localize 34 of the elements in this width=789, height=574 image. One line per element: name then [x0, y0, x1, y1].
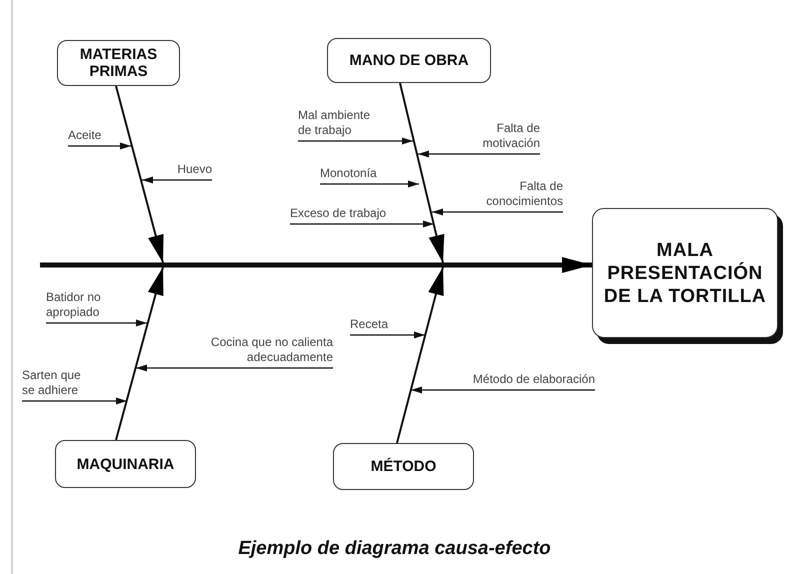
cause-label: Receta	[350, 317, 388, 335]
cause-label: Huevo	[177, 162, 212, 180]
cause-arrow	[298, 138, 413, 144]
category-box: MÉTODO	[333, 443, 474, 490]
caption: Ejemplo de diagrama causa-efecto	[237, 538, 552, 560]
cause-arrow	[136, 364, 333, 372]
cause-arrow	[350, 332, 425, 338]
cause-label: Falta de motivación	[468, 121, 540, 154]
cause-label: Falta de conocimientos	[471, 179, 563, 212]
bone-arrow	[115, 266, 164, 440]
cause-arrow	[22, 398, 127, 404]
cause-label: Sarten que se adhiere	[22, 368, 94, 401]
cause-label: Exceso de trabajo	[290, 206, 386, 224]
cause-label: Método de elaboración	[472, 372, 595, 390]
cause-arrow	[432, 208, 563, 216]
bone-arrow	[396, 266, 444, 444]
category-box: MANO DE OBRA	[327, 38, 491, 83]
bone-arrow	[399, 82, 444, 264]
cause-arrow	[142, 176, 212, 184]
cause-label: Cocina que no calienta adecuadamente	[193, 335, 333, 368]
cause-label: Mal ambiente de trabajo	[298, 108, 378, 141]
cause-label: Monotonía	[320, 166, 377, 184]
cause-arrow	[411, 386, 595, 394]
cause-arrow	[418, 150, 540, 158]
cause-arrow	[290, 220, 434, 228]
bone-arrow	[115, 86, 164, 264]
cause-label: Aceite	[68, 128, 102, 146]
category-box: MAQUINARIA	[55, 440, 196, 488]
spine-arrow	[40, 257, 592, 273]
cause-arrow	[68, 142, 131, 150]
cause-arrow	[46, 320, 147, 326]
category-box: MATERIAS PRIMAS	[57, 40, 180, 86]
cause-arrow	[320, 180, 419, 188]
cause-label: Batidor no apropiado	[46, 290, 118, 323]
